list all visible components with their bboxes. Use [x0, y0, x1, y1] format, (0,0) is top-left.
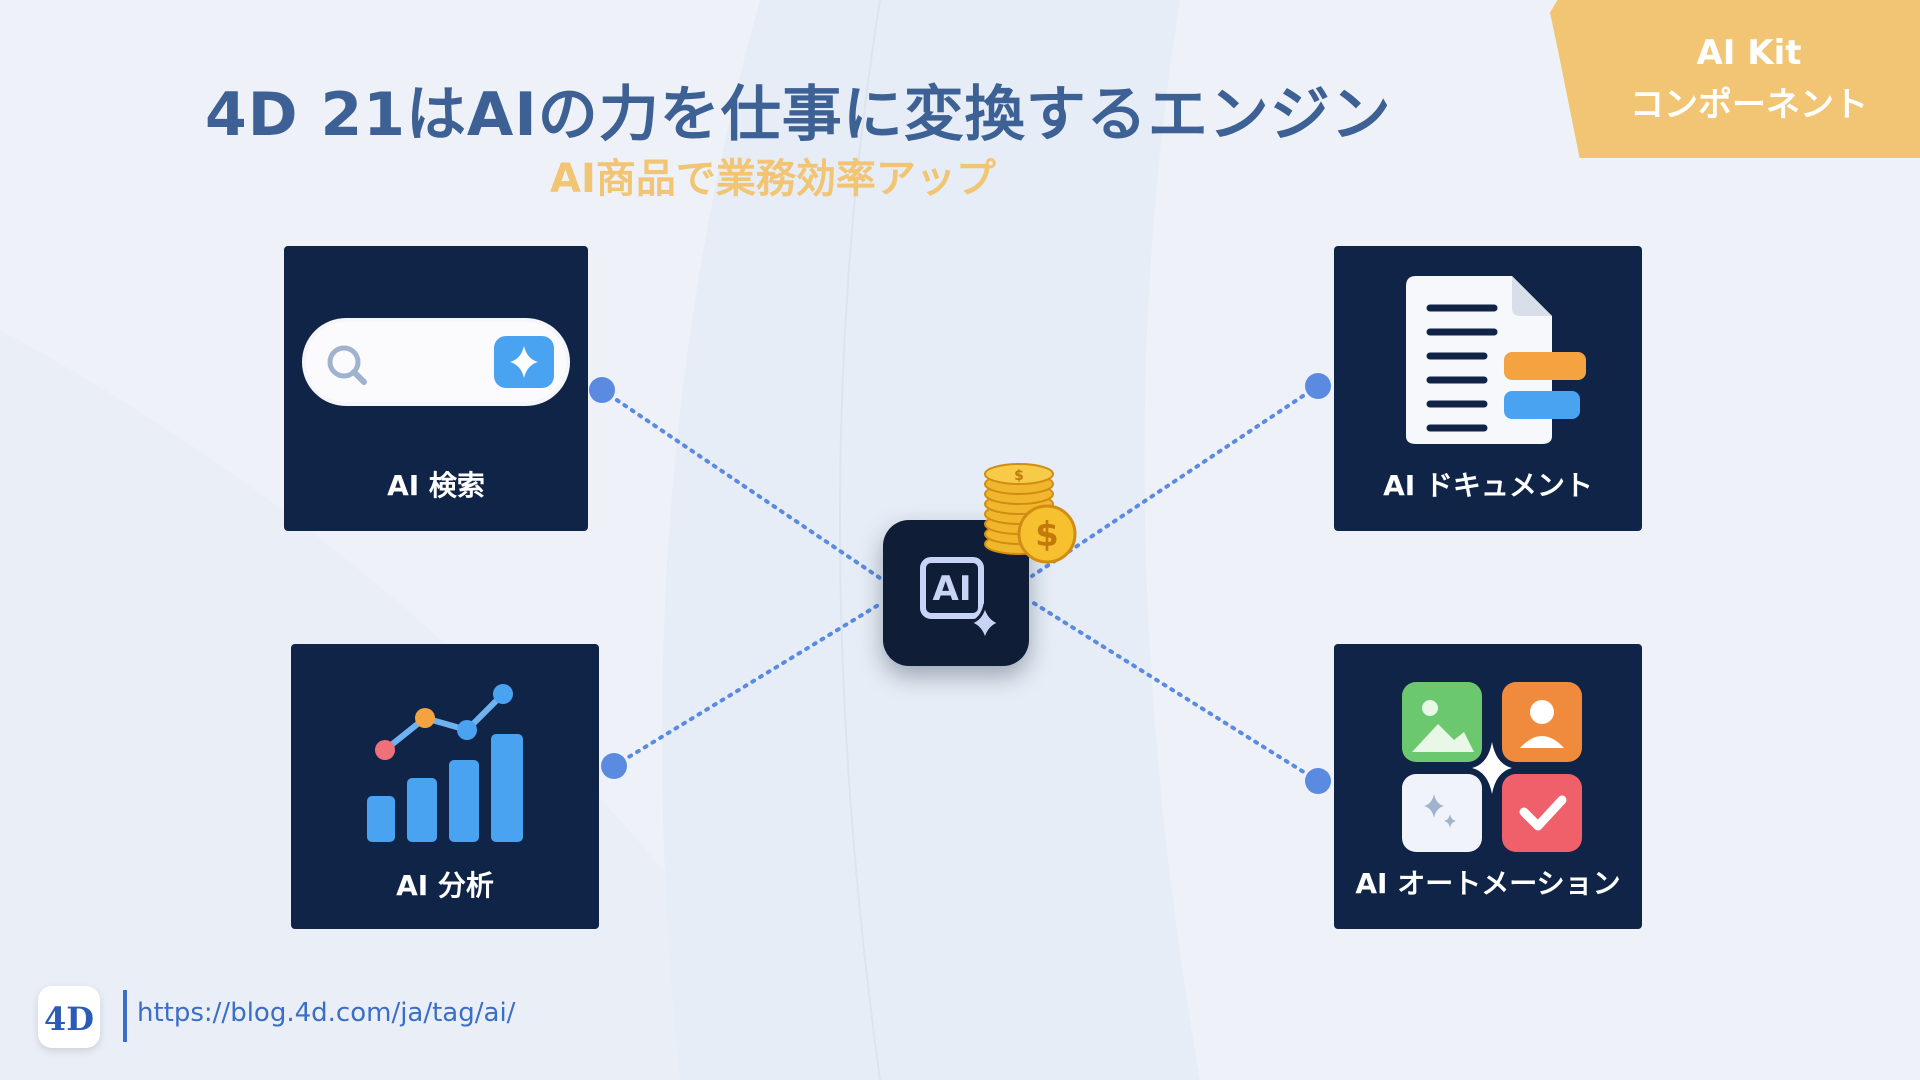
- bar-chart-icon: [367, 684, 523, 842]
- ai-chip-icon: AI: [920, 557, 1002, 643]
- center-sparkle-icon: [1472, 742, 1512, 794]
- coin-stack-icon: $ $: [984, 463, 1077, 564]
- card-ai-analysis: AI 分析: [291, 644, 599, 929]
- magnifier-icon: [327, 345, 361, 379]
- connector-dot-document: [1305, 373, 1331, 399]
- connector-dot-search: [589, 377, 615, 403]
- bg-curve-line: [839, 0, 881, 1080]
- badge-line1: AI Kit: [1696, 33, 1802, 73]
- document-icon: [1406, 276, 1586, 444]
- sparkle-icon: [510, 346, 538, 378]
- badge-line2: コンポーネント: [1630, 85, 1868, 125]
- connector-dot-automation: [1305, 768, 1331, 794]
- sparkle-tile-icon: [1402, 774, 1482, 852]
- app-grid-icon: [1402, 682, 1582, 852]
- ai-sparkle-icon: [968, 603, 1002, 643]
- card-label-analysis: AI 分析: [396, 869, 494, 902]
- logo-text: 4D: [44, 1000, 94, 1038]
- card-ai-search: AI 検索: [284, 246, 588, 531]
- ai-kit-badge: AI Kit コンポーネント: [1550, 0, 1920, 158]
- connector-automation: [1030, 600, 1320, 783]
- svg-text:$: $: [1035, 515, 1059, 555]
- card-label-search: AI 検索: [387, 469, 485, 502]
- card-ai-document: AI ドキュメント: [1334, 246, 1642, 531]
- page-title: 4D 21はAIの力を仕事に変換するエンジン: [205, 80, 1392, 150]
- search-bar-icon: [302, 318, 570, 406]
- footer-divider: [123, 990, 127, 1042]
- 4d-logo: 4D: [38, 986, 100, 1048]
- dollar-coin-icon: [1017, 504, 1077, 564]
- footer-link[interactable]: https://blog.4d.com/ja/tag/ai/: [137, 998, 516, 1028]
- checkmark-icon: [1502, 774, 1582, 852]
- svg-text:$: $: [1014, 468, 1024, 484]
- connector-dot-analysis: [601, 753, 627, 779]
- connector-document: [1030, 384, 1320, 578]
- card-ai-automation: AI オートメーション: [1334, 644, 1642, 929]
- card-label-automation: AI オートメーション: [1355, 867, 1621, 900]
- connector-search: [600, 388, 882, 580]
- card-label-document: AI ドキュメント: [1383, 469, 1593, 502]
- center-ai-text: AI: [933, 569, 972, 609]
- connector-analysis: [612, 602, 882, 768]
- page-subtitle: AI商品で業務効率アップ: [550, 156, 996, 202]
